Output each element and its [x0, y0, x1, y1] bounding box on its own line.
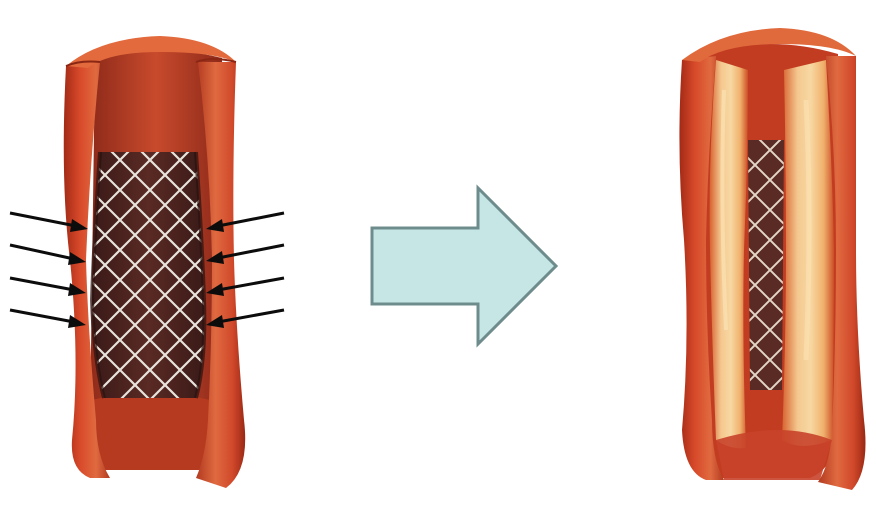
vessel-floor [92, 393, 210, 471]
right-arrow-icon [372, 188, 556, 344]
restenosed-artery-icon [679, 28, 865, 490]
plaque-left [710, 60, 748, 448]
